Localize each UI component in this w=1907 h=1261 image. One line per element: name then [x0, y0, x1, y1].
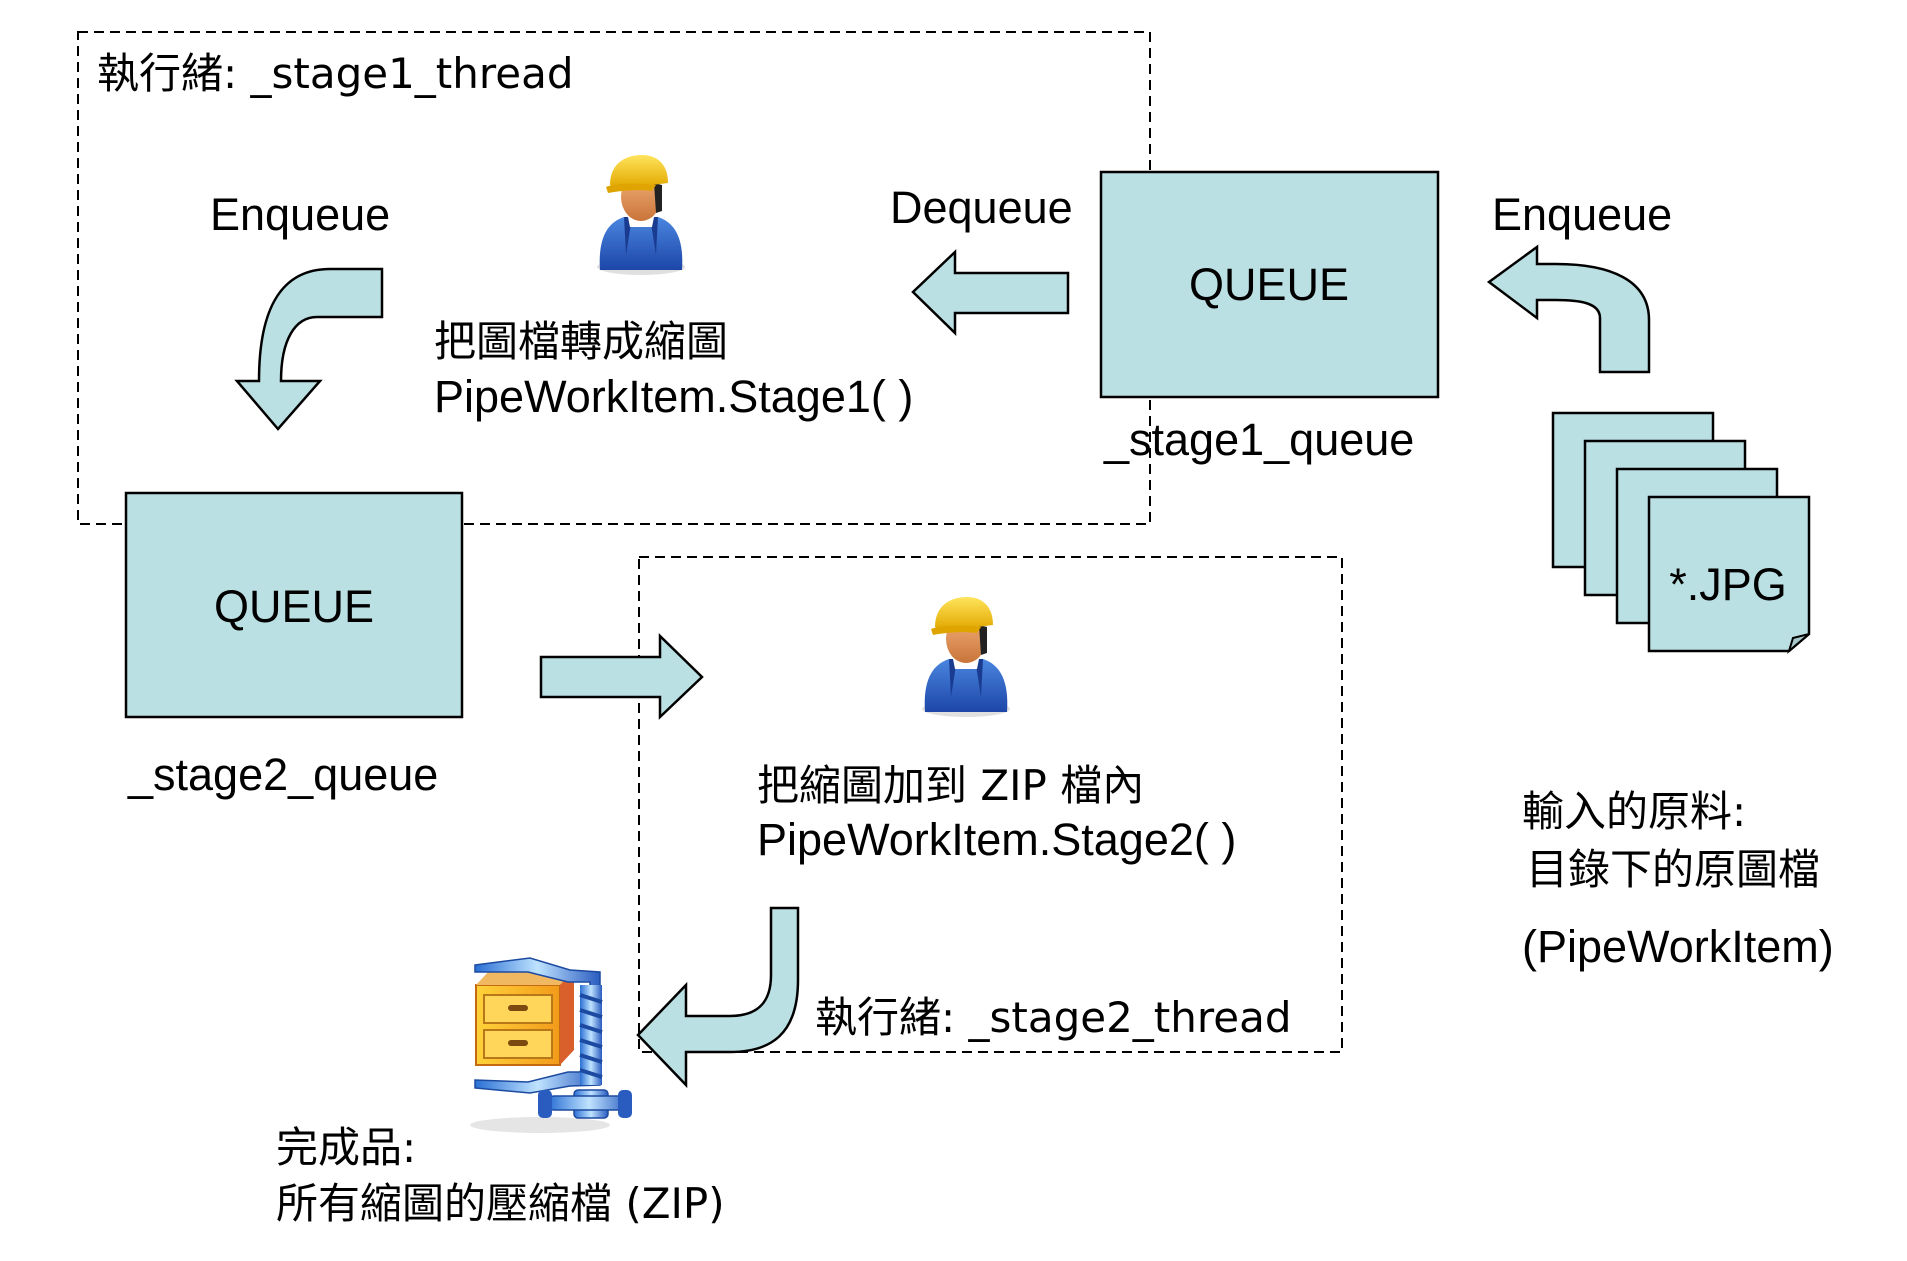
stage2-task-label: 把縮圖加到 ZIP 檔內	[757, 761, 1144, 810]
stage1-queue-box	[1099, 170, 1440, 399]
input-desc-line2: 目錄下的原圖檔	[1526, 845, 1820, 894]
stage2-thread-boundary	[638, 556, 1343, 1053]
left-arrow	[911, 249, 1070, 336]
stage2-method-label: PipeWorkItem.Stage2( )	[757, 814, 1236, 865]
stage1-queue-name: _stage1_queue	[1103, 414, 1414, 465]
stage1-queue-box-label: QUEUE	[1189, 259, 1349, 310]
stage2-thread-label: 執行緒: _stage2_thread	[815, 993, 1291, 1042]
stage1-thread-label: 執行緒: _stage1_thread	[97, 49, 573, 98]
stage2-queue-name: _stage2_queue	[127, 749, 438, 800]
page-curl-icon	[1787, 633, 1810, 654]
file-type-label: *.JPG	[1669, 559, 1787, 610]
stage2-queue-box-label: QUEUE	[214, 581, 374, 632]
right-arrow	[539, 633, 704, 720]
stage1-enqueue-label: Enqueue	[210, 189, 390, 240]
input-desc-line3: (PipeWorkItem)	[1522, 921, 1834, 972]
dequeue-label: Dequeue	[890, 182, 1073, 233]
curved-down-arrow	[234, 267, 384, 431]
curved-hook-arrow	[636, 906, 800, 1089]
stage2-worker-icon	[922, 597, 1010, 717]
input-file-stack: *.JPG	[1551, 411, 1811, 654]
stage1-worker-icon	[597, 155, 685, 275]
curved-left-arrow	[1486, 244, 1651, 374]
output-desc-line1: 完成品:	[276, 1123, 416, 1172]
stage1-method-label: PipeWorkItem.Stage1( )	[434, 371, 913, 422]
input-enqueue-label: Enqueue	[1492, 189, 1672, 240]
stage1-task-label: 把圖檔轉成縮圖	[434, 317, 728, 366]
zip-archive-icon	[470, 957, 632, 1133]
input-desc-line1: 輸入的原料:	[1522, 787, 1746, 836]
stage2-queue-box	[124, 491, 464, 719]
output-desc-line2: 所有縮圖的壓縮檔 (ZIP)	[276, 1179, 725, 1228]
